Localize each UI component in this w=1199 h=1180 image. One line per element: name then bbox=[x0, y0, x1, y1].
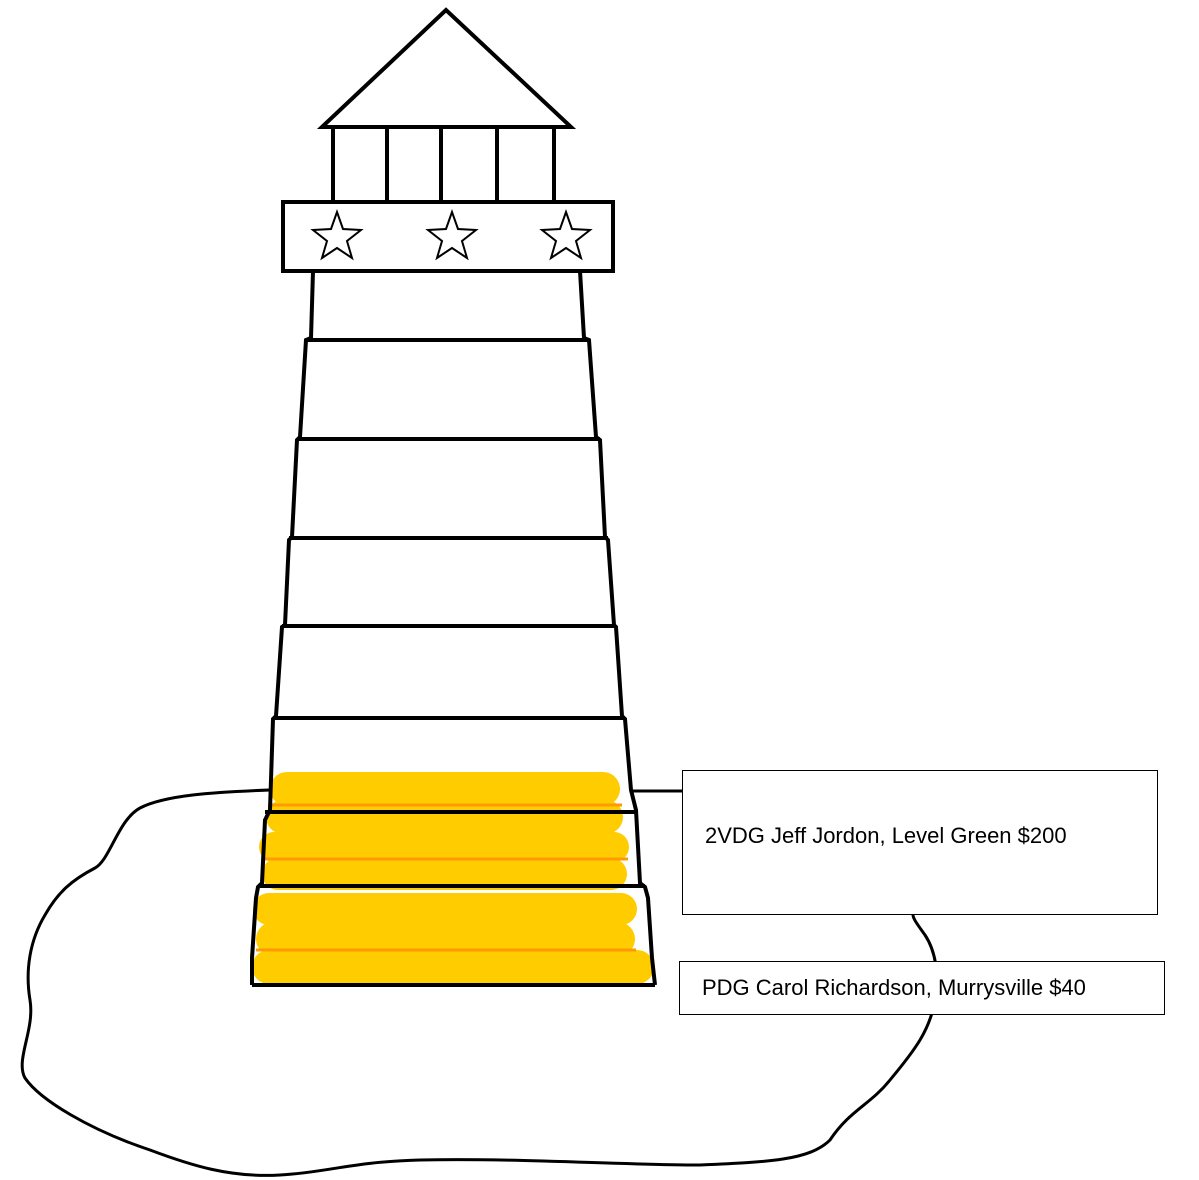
fill-stroke bbox=[252, 950, 654, 984]
donor-label-box: PDG Carol Richardson, Murrysville $40 bbox=[679, 961, 1165, 1015]
lantern-room bbox=[333, 127, 554, 202]
fill-stroke bbox=[253, 893, 637, 925]
lighthouse-roof bbox=[322, 10, 571, 127]
donor-label-box: 2VDG Jeff Jordon, Level Green $200 bbox=[682, 770, 1158, 915]
donor-label-text: PDG Carol Richardson, Murrysville $40 bbox=[702, 975, 1086, 1000]
donor-label-text: 2VDG Jeff Jordon, Level Green $200 bbox=[705, 823, 1067, 848]
donation-fill bbox=[252, 772, 654, 984]
